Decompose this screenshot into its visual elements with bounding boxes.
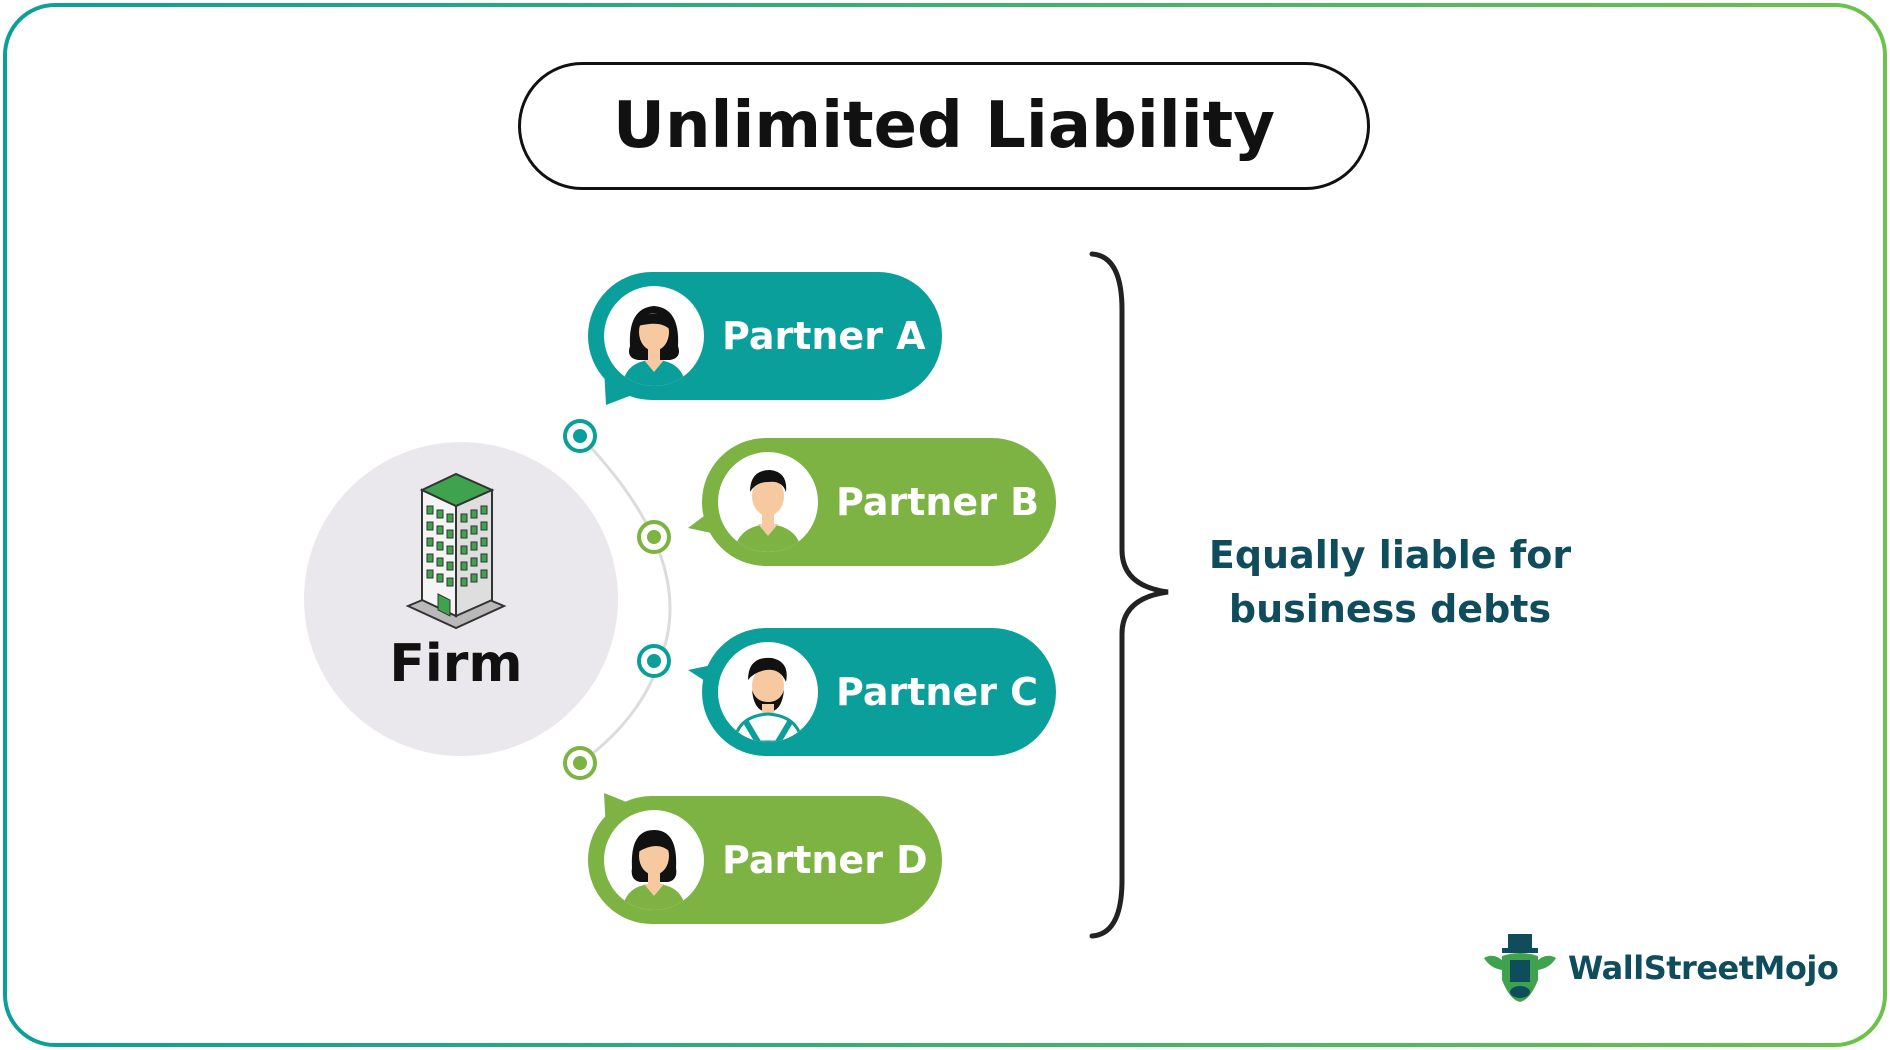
summary-line-2: business debts [1228, 587, 1552, 631]
diagram-title: Unlimited Liability [613, 89, 1275, 163]
node-c [637, 644, 671, 678]
partner-c-bubble: Partner C [702, 628, 1056, 756]
partner-d-bubble: Partner D [588, 796, 942, 924]
office-building-icon [405, 472, 507, 630]
partner-d-label: Partner D [722, 838, 928, 882]
bearded-man-avatar-icon [718, 642, 818, 742]
firm-label: Firm [389, 634, 523, 694]
node-a [563, 419, 597, 453]
man-avatar-icon [718, 452, 818, 552]
brand-logo-text: WallStreetMojo [1568, 949, 1839, 987]
bull-mascot-icon [1484, 934, 1556, 1002]
title-pill: Unlimited Liability [518, 62, 1370, 190]
partner-c-label: Partner C [836, 670, 1039, 714]
brand-logo: WallStreetMojo [1480, 930, 1839, 1006]
partner-a-bubble: Partner A [588, 272, 942, 400]
summary-text: Equally liable for business debts [1180, 528, 1600, 636]
summary-line-1: Equally liable for [1208, 533, 1572, 577]
partner-b-bubble: Partner B [702, 438, 1056, 566]
partner-b-label: Partner B [836, 480, 1040, 524]
curly-brace [1089, 251, 1169, 939]
woman-avatar-icon [604, 810, 704, 910]
node-d [563, 746, 597, 780]
woman-avatar-icon [604, 286, 704, 386]
partner-a-label: Partner A [722, 314, 926, 358]
node-b [637, 520, 671, 554]
